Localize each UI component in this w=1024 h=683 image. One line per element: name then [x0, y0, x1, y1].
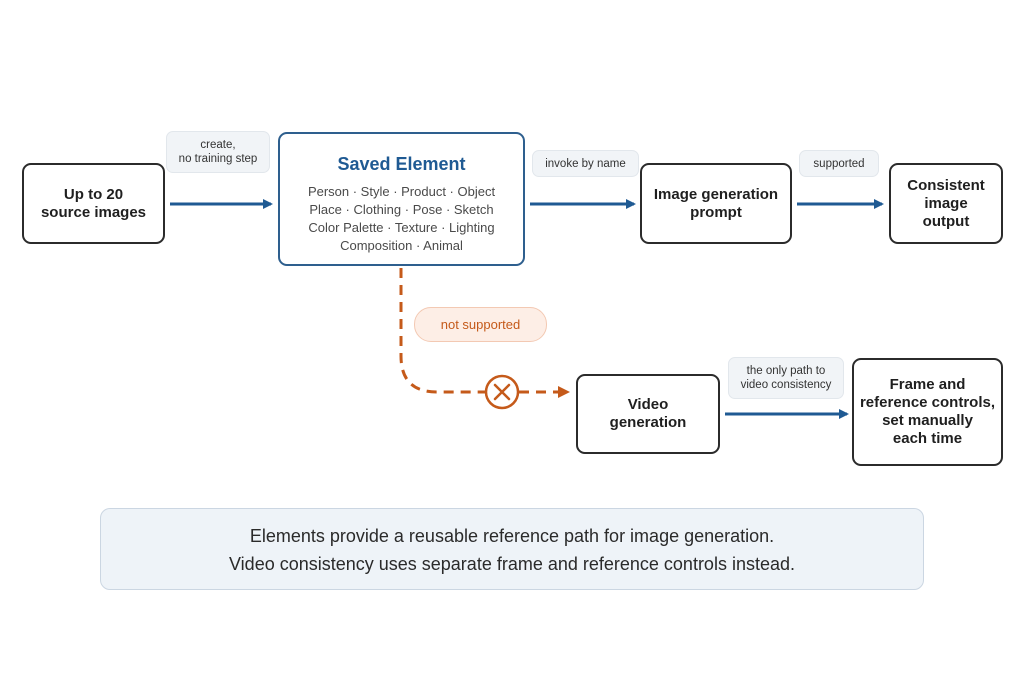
edge-label-only-path-text: the only path to video consistency — [740, 365, 832, 391]
saved-element-title: Saved Element — [337, 154, 466, 174]
element-types-line: Color Palette · Texture · Lighting — [308, 220, 495, 235]
dashed-arrow-saved-to-video — [399, 268, 568, 392]
video-generation-label: Video generation — [609, 396, 687, 431]
edge-label-invoke: invoke by name — [532, 150, 639, 177]
edge-label-supported-text: supported — [813, 157, 865, 170]
consistent-image-output-node: Consistent image output — [889, 163, 1003, 244]
consistent-image-output-label: Consistent image output — [907, 176, 985, 230]
edge-label-not-supported-text: not supported — [440, 317, 521, 332]
edge-label-supported: supported — [799, 150, 879, 177]
video-generation-node: Video generation — [576, 374, 720, 454]
edge-label-create: create, no training step — [166, 131, 270, 173]
source-images-label: Up to 20 source images — [40, 185, 147, 221]
element-types-line: Person · Style · Product · Object — [307, 184, 496, 199]
element-types-line: Place · Clothing · Pose · Sketch — [309, 202, 494, 217]
blocked-x-icon — [484, 374, 520, 410]
edge-label-create-text: create, no training step — [178, 139, 258, 165]
saved-element-node: Saved Element Person · Style · Product ·… — [278, 132, 525, 266]
image-generation-prompt-node: Image generation prompt — [640, 163, 792, 244]
edge-label-only-path: the only path to video consistency — [728, 357, 844, 399]
summary-line: Video consistency uses separate frame an… — [229, 554, 795, 574]
edge-label-not-supported: not supported — [414, 307, 547, 342]
frame-reference-controls-node: Frame and reference controls, set manual… — [852, 358, 1003, 466]
source-images-node: Up to 20 source images — [22, 163, 165, 244]
frame-reference-controls-label: Frame and reference controls, set manual… — [859, 376, 996, 447]
image-generation-prompt-label: Image generation prompt — [653, 185, 779, 221]
element-types-list: Person · Style · Product · Object Place … — [280, 183, 523, 255]
element-types-line: Composition · Animal — [340, 238, 463, 253]
summary-note: Elements provide a reusable reference pa… — [100, 508, 924, 590]
edge-label-invoke-text: invoke by name — [545, 157, 626, 170]
summary-line: Elements provide a reusable reference pa… — [249, 526, 775, 546]
